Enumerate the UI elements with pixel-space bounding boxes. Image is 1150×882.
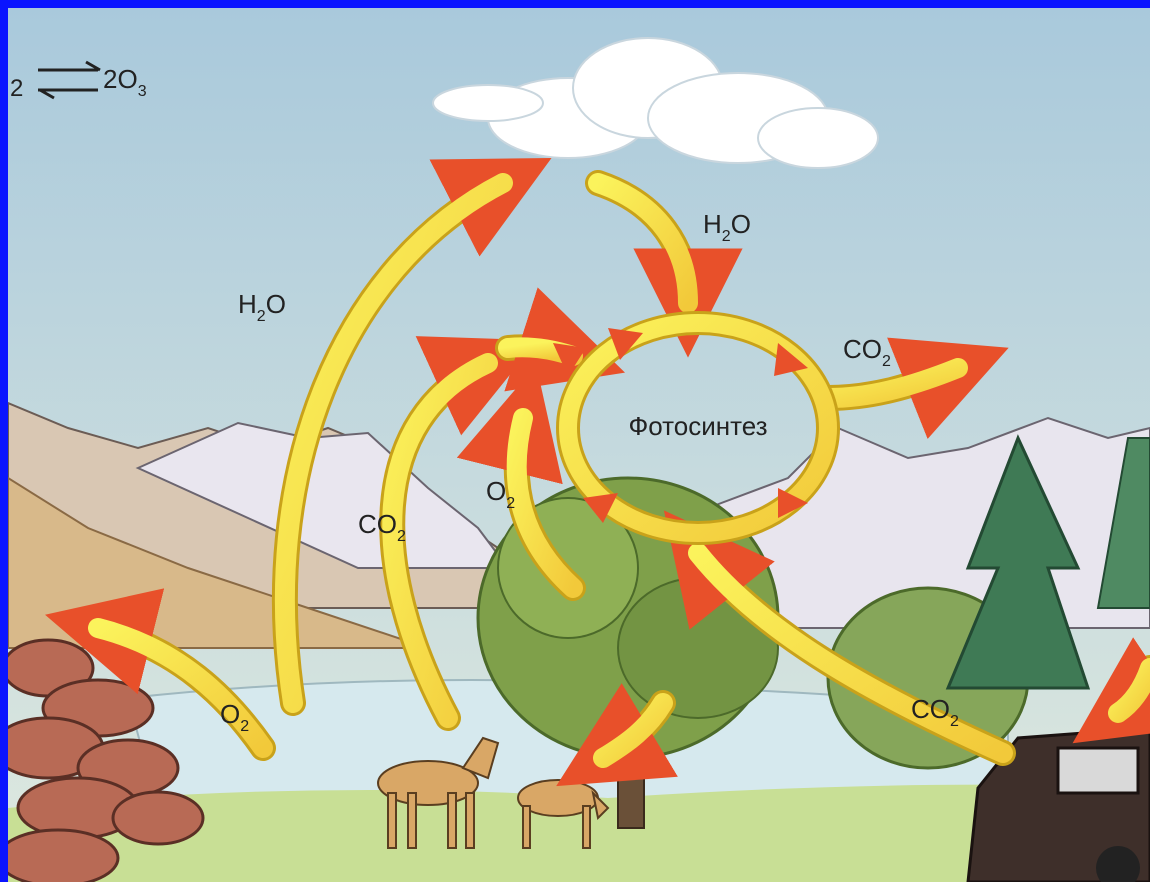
diagram-frame: Фотосинтез 2 2O3 H2O H2O CO2 CO2 O2 O2 C… — [8, 8, 1150, 882]
photosynthesis-cycle-illustration: Фотосинтез 2 2O3 H2O H2O CO2 CO2 O2 O2 C… — [8, 8, 1150, 882]
svg-text:2: 2 — [10, 75, 23, 102]
photosynthesis-label: Фотосинтез — [628, 411, 767, 441]
